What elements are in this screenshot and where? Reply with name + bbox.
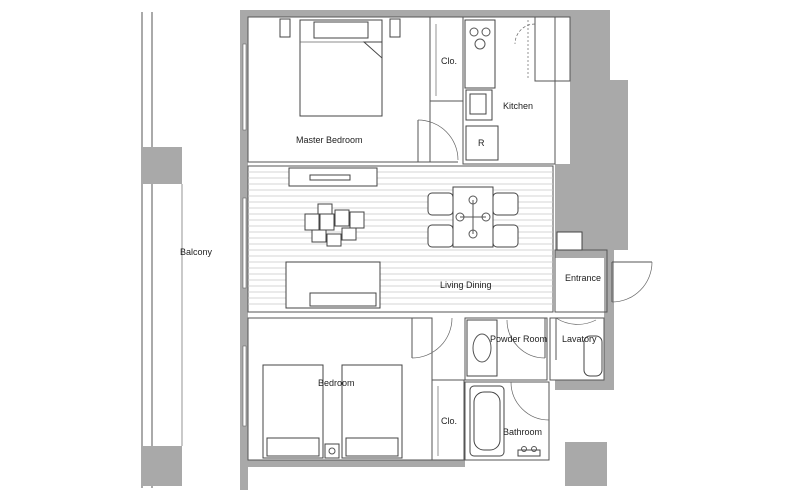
master-bed-fold — [362, 41, 383, 60]
nightstand-right — [389, 18, 401, 38]
closet-bottom — [431, 379, 465, 461]
dining-set — [427, 186, 519, 248]
outer-walls — [240, 10, 628, 490]
master-bed-pillow — [313, 21, 369, 39]
nightstand — [324, 443, 340, 459]
shower-tap — [517, 449, 541, 457]
balcony-label: Balcony — [180, 247, 213, 257]
balcony-column-top — [142, 147, 182, 184]
lavatory — [549, 317, 605, 381]
nightstand-left — [279, 18, 291, 38]
balcony — [141, 12, 183, 488]
stove-burner — [481, 27, 491, 37]
bathroom — [464, 381, 550, 461]
closet-top-label: Clo. — [441, 56, 457, 66]
refrigerator — [465, 125, 499, 161]
kitchen-counter — [464, 19, 496, 89]
coffee-table — [304, 203, 365, 247]
living-dining-label: Living Dining — [440, 280, 492, 290]
balcony-column-bottom — [142, 446, 182, 486]
toilet — [583, 335, 603, 377]
entrance-label: Entrance — [565, 273, 601, 283]
powder-counter — [466, 319, 498, 377]
powder-room-label: Powder Room — [490, 334, 547, 344]
tv — [309, 174, 351, 181]
bedroom — [247, 317, 453, 461]
lavatory-label: Lavatory — [562, 334, 597, 344]
kitchen-label: Kitchen — [503, 101, 533, 111]
bathroom-label: Bathroom — [503, 427, 542, 437]
entrance — [554, 231, 653, 313]
master-bedroom-label: Master Bedroom — [296, 135, 363, 145]
kitchen — [462, 16, 571, 165]
powder-room — [464, 317, 548, 381]
closet-bottom-label: Clo. — [441, 416, 457, 426]
master-bedroom — [247, 16, 459, 163]
fridge-label: R — [478, 138, 485, 148]
living-dining — [247, 165, 554, 313]
shoe-cabinet — [556, 231, 583, 251]
stove-burner — [469, 27, 479, 37]
stove-burner — [474, 38, 486, 50]
washbasin — [472, 333, 492, 363]
bedroom-label: Bedroom — [318, 378, 355, 388]
column-bottom-right — [565, 442, 607, 486]
